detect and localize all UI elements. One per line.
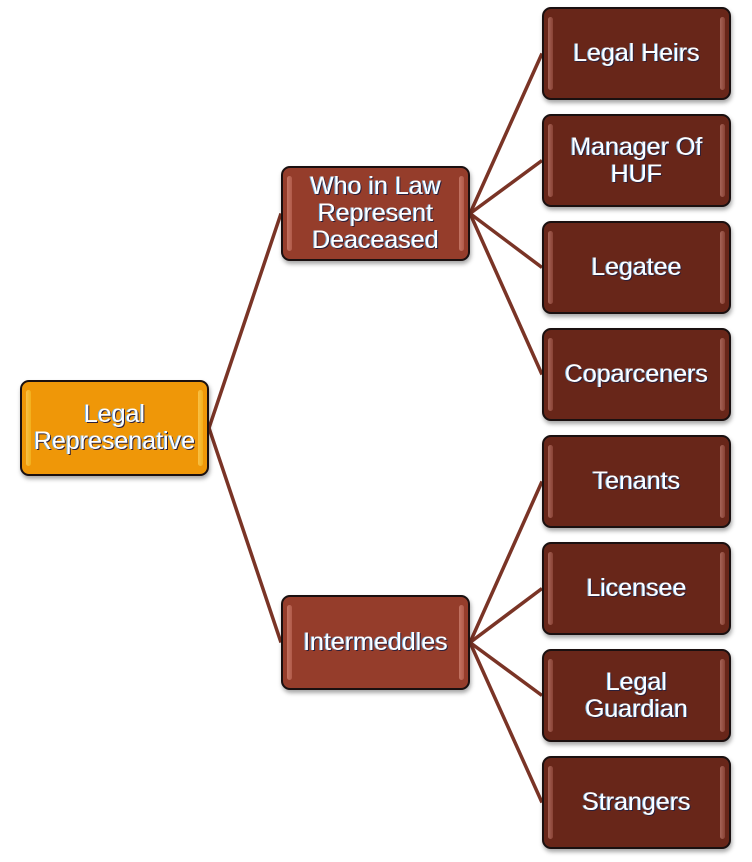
leaf-node-label: Coparceners <box>564 360 709 388</box>
root-node-label: Legal Represenative <box>33 400 196 455</box>
connector-branch-to-leaf <box>468 480 544 644</box>
branch-node-who-in-law-represent-deceased: Who in Law Represent Deaceased <box>281 166 470 261</box>
connector-branch-to-leaf <box>468 641 544 804</box>
connector-root-to-branch <box>207 427 283 644</box>
branch-node-label: Intermeddles <box>303 628 448 656</box>
leaf-node-legatee: Legatee <box>542 221 731 314</box>
connector-branch-to-leaf <box>468 587 544 644</box>
leaf-node-label: Strangers <box>582 788 691 816</box>
leaf-node-strangers: Strangers <box>542 756 731 849</box>
leaf-node-label: Tenants <box>592 467 681 495</box>
leaf-node-label: Manager Of HUF <box>570 132 703 188</box>
leaf-node-manager-of-huf: Manager Of HUF <box>542 114 731 207</box>
leaf-node-legal-guardian: Legal Guardian <box>542 649 731 742</box>
connector-branch-to-leaf <box>468 212 544 376</box>
leaf-node-legal-heirs: Legal Heirs <box>542 7 731 100</box>
root-node-legal-representative: Legal Represenative <box>20 380 209 476</box>
leaf-node-label: Legatee <box>591 253 682 281</box>
leaf-node-licensee: Licensee <box>542 542 731 635</box>
connector-branch-to-leaf <box>468 159 544 215</box>
connector-branch-to-leaf <box>468 212 544 269</box>
branch-node-intermeddles: Intermeddles <box>281 595 470 690</box>
connector-root-to-branch <box>207 212 283 429</box>
connector-branch-to-leaf <box>468 641 544 697</box>
leaf-node-label: Licensee <box>586 574 687 602</box>
leaf-node-tenants: Tenants <box>542 435 731 528</box>
branch-node-label: Who in Law Represent Deaceased <box>310 172 441 254</box>
leaf-node-coparceners: Coparceners <box>542 328 731 421</box>
connector-branch-to-leaf <box>468 52 544 215</box>
leaf-node-label: Legal Heirs <box>573 39 700 67</box>
leaf-node-label: Legal Guardian <box>585 667 688 723</box>
